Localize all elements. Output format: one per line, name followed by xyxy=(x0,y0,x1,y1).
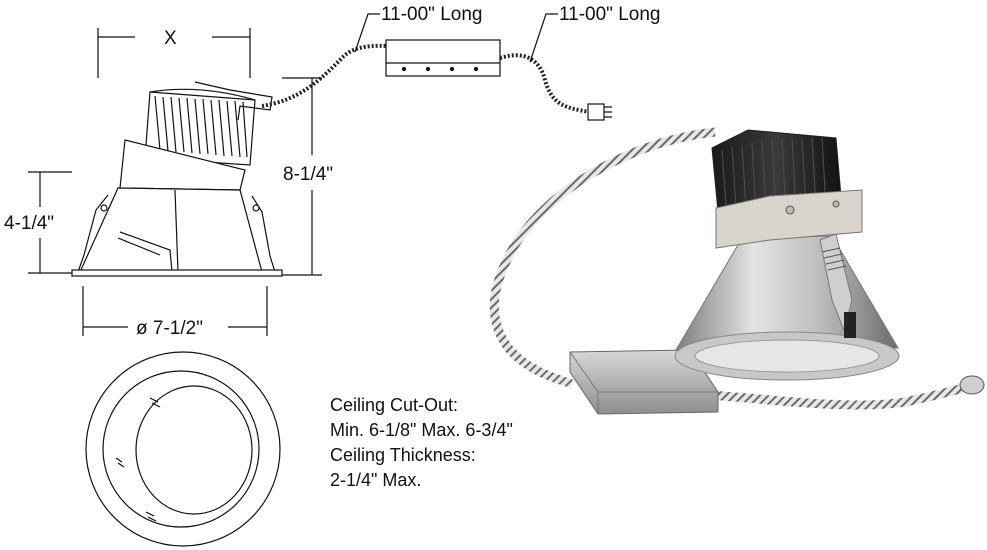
side-elevation-drawing xyxy=(28,13,612,336)
flex-conduit-left xyxy=(489,127,716,389)
trim-flange xyxy=(71,269,283,277)
mounting-plate xyxy=(715,189,863,249)
lead-2-leader xyxy=(529,13,558,63)
spring-clip xyxy=(844,312,856,338)
reflector-shading xyxy=(117,231,173,273)
flex-conduit-right xyxy=(709,381,974,410)
thickness-label: Ceiling Thickness: xyxy=(330,445,476,465)
spring-right xyxy=(251,195,276,273)
cutout-label: Ceiling Cut-Out: xyxy=(330,395,459,415)
reflector-circle xyxy=(102,370,260,528)
plan-mark-left xyxy=(115,457,125,468)
conduit-drawing-1 xyxy=(261,43,389,108)
aperture xyxy=(694,339,880,373)
spring-left xyxy=(77,194,109,273)
cutout-value: Min. 6-1/8" Max. 6-3/4" xyxy=(330,420,513,440)
height-body-label: 4-1/4" xyxy=(4,213,54,234)
plan-view-drawing xyxy=(85,351,281,547)
height-total-label: 8-1/4" xyxy=(283,164,333,185)
conduit-end-fitting xyxy=(959,375,985,395)
diameter-label: ø 7-1/2" xyxy=(136,318,203,339)
lead-1-leader xyxy=(354,13,380,53)
plan-mark-bottom xyxy=(145,511,157,522)
width-dim-label: X xyxy=(164,28,177,49)
thickness-value: 2-1/4" Max. xyxy=(330,470,422,490)
trim-outer-circle xyxy=(85,351,281,547)
conduit-drawing-2 xyxy=(499,53,591,114)
ceiling-notes: Ceiling Cut-Out: Min. 6-1/8" Max. 6-3/4"… xyxy=(330,393,513,493)
reflector-seam xyxy=(174,189,179,273)
connector-drawing xyxy=(587,103,605,121)
connector-pins xyxy=(604,106,612,118)
plan-mark-top xyxy=(149,397,161,408)
product-render xyxy=(489,127,985,415)
spring-pin-left xyxy=(100,204,108,212)
heatsink xyxy=(144,88,256,166)
spring-pin-right xyxy=(252,204,260,212)
aperture-circle xyxy=(135,385,253,515)
lead-2-label: 11-00" Long xyxy=(559,4,660,25)
lead-1-label: 11-00" Long xyxy=(381,4,482,25)
